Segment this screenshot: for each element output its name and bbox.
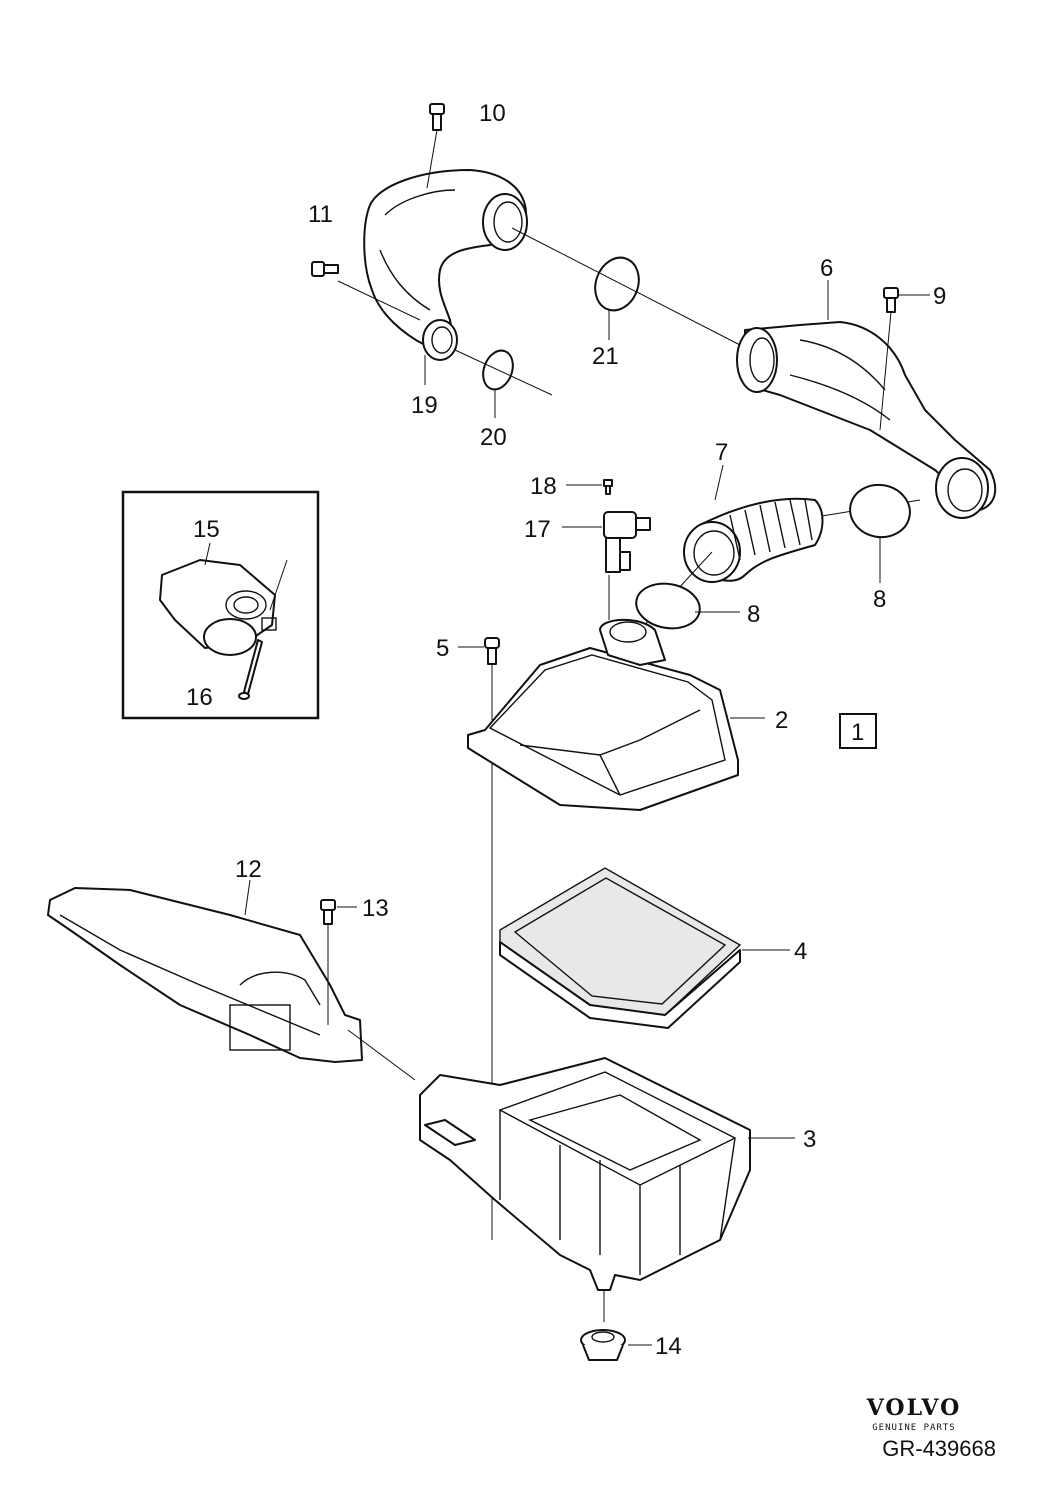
callout-2: 2 [775,707,788,734]
bolt-5-part[interactable] [484,637,500,665]
callout-3: 3 [803,1126,816,1153]
air-cleaner-housing-part[interactable] [419,1057,751,1291]
bolt-10-part[interactable] [429,103,445,131]
screw-18-part[interactable] [603,479,613,495]
grommet-14-part[interactable] [580,1329,626,1361]
bolt-16-part[interactable] [238,639,263,700]
callout-20: 20 [480,424,507,451]
air-cleaner-cover-part[interactable] [467,618,739,811]
callout-19: 19 [411,392,438,419]
hose-7-part[interactable] [683,497,824,583]
bolt-9-part[interactable] [883,287,899,313]
filter-element-part[interactable] [499,867,742,1029]
callout-8-lower: 8 [747,601,760,628]
callout-21: 21 [592,343,619,370]
callout-12: 12 [235,856,262,883]
bolt-11-part[interactable] [311,261,339,277]
reference-box [839,713,877,749]
callout-15: 15 [193,516,220,543]
callout-9: 9 [933,283,946,310]
screw-13-part[interactable] [320,899,336,925]
air-duct-part[interactable] [47,887,363,1063]
maf-sensor-part[interactable] [603,511,651,573]
throttle-body-part[interactable] [159,559,277,656]
figure-code: GR-439668 [882,1436,996,1461]
brand-block: VOLVO GENUINE PARTS [834,1395,994,1433]
callout-4: 4 [794,938,807,965]
callout-7: 7 [715,439,728,466]
intake-pipe-part[interactable] [363,169,528,361]
callout-10: 10 [479,100,506,127]
callout-8-upper: 8 [873,586,886,613]
callout-5: 5 [436,635,449,662]
brand-subtitle: GENUINE PARTS [872,1423,956,1433]
callout-11: 11 [308,201,333,228]
clamp-8-upper-part[interactable] [846,480,914,542]
callout-14: 14 [655,1333,682,1360]
resonator-pipe-part[interactable] [736,321,997,519]
callout-13: 13 [362,895,389,922]
callout-17: 17 [524,516,551,543]
seal-21-part[interactable] [588,251,646,316]
callout-16: 16 [186,684,213,711]
detail-box [121,490,320,720]
brand-logo: VOLVO [866,1395,962,1421]
callout-18: 18 [530,473,557,500]
callout-1: 1 [851,719,864,746]
callout-6: 6 [820,255,833,282]
